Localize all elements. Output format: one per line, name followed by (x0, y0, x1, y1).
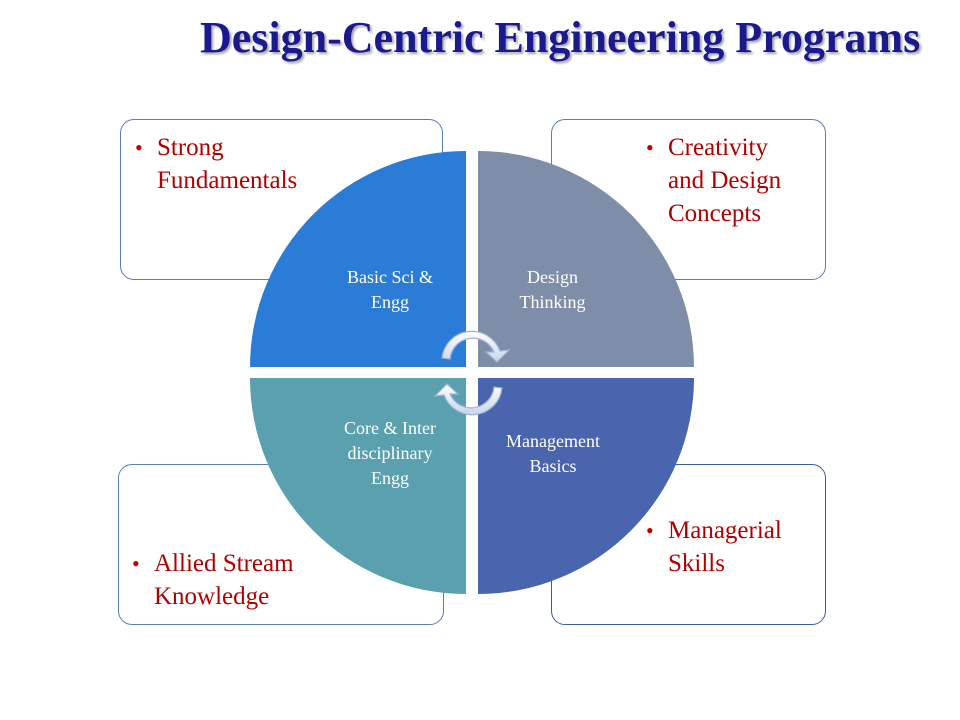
label-line: Basics (529, 456, 577, 476)
label-line: Thinking (519, 292, 586, 312)
circular-arrows-icon (433, 330, 511, 416)
label-line: Engg (371, 292, 409, 312)
bullet-managerial-skills: Managerial Skills (646, 514, 838, 580)
bullet-allied-stream: Allied Stream Knowledge (132, 547, 384, 613)
bullet-strong-fundamentals: Strong Fundamentals (135, 131, 357, 197)
label-line: Management (506, 431, 600, 451)
page-title: Design-Centric Engineering Programs (200, 13, 921, 62)
quadrant-core-interdisciplinary (250, 378, 466, 594)
quadrant-label-core-interdisciplinary: Core & Inter disciplinary Engg (315, 416, 465, 491)
bullet-line: Allied Stream (154, 550, 294, 577)
bullet-line: Knowledge (154, 583, 270, 610)
label-line: Design (527, 267, 578, 287)
quadrant-design-thinking (478, 151, 694, 367)
label-line: Basic Sci & (347, 267, 433, 287)
bullet-creativity-design: Creativity and Design Concepts (646, 131, 838, 230)
quadrant-label-basic-sci-engg: Basic Sci & Engg (320, 265, 460, 315)
quadrant-label-management-basics: Management Basics (483, 429, 623, 479)
quadrant-basic-sci-engg (250, 151, 466, 367)
quadrant-management-basics (478, 378, 694, 594)
bullet-line: Fundamentals (157, 167, 298, 194)
bullet-line: and Design (668, 167, 782, 194)
bullet-line: Concepts (668, 200, 762, 227)
label-line: Engg (371, 468, 409, 488)
bullet-line: Skills (668, 550, 725, 577)
bullet-line: Creativity (668, 134, 768, 161)
bullet-line: Managerial (668, 517, 782, 544)
label-line: Core & Inter (344, 418, 436, 438)
bullet-line: Strong (157, 134, 224, 161)
quadrant-label-design-thinking: Design Thinking (490, 265, 615, 315)
label-line: disciplinary (347, 443, 433, 463)
